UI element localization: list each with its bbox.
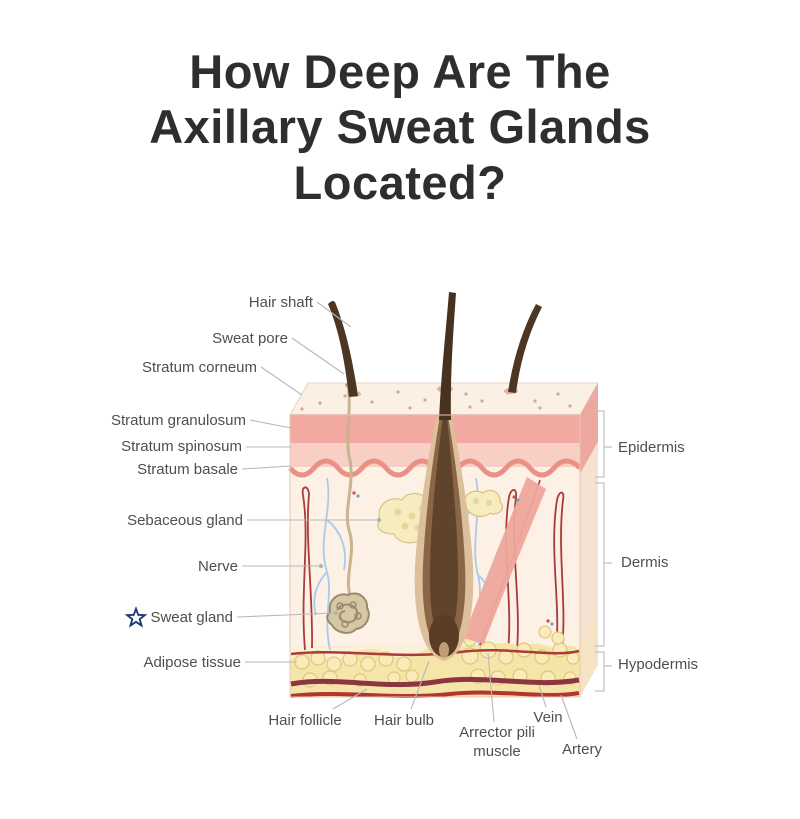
leader-lines <box>236 301 578 740</box>
label-nerve: Nerve <box>197 558 238 575</box>
hypodermis-vessels <box>290 649 580 698</box>
label-sebaceous-gland: Sebaceous gland <box>127 512 243 529</box>
artery-shape <box>290 690 580 698</box>
label-vein: Vein <box>533 709 563 726</box>
hair-shaft-shapes <box>328 292 542 420</box>
hair-bulb-shape <box>429 615 459 657</box>
page-title: How Deep Are The Axillary Sweat Glands L… <box>0 44 800 210</box>
sebaceous-gland-shape <box>377 489 504 544</box>
label-hair-bulb: Hair bulb <box>373 712 435 729</box>
label-stratum-spinosum: Stratum spinosum <box>121 438 242 455</box>
block-outline <box>289 414 581 698</box>
page-title-line: Located? <box>293 155 507 209</box>
arrector-pili-muscle-shape <box>463 477 546 644</box>
label-hair-follicle: Hair follicle <box>268 712 342 729</box>
dermis-blood-vessels <box>301 479 565 653</box>
label-sweat-pore: Sweat pore <box>212 330 288 347</box>
dermis-specks <box>352 491 554 626</box>
label-sweat-gland: Sweat gland <box>150 609 233 626</box>
label-hair-shaft: Hair shaft <box>248 294 313 311</box>
hair-follicle-shape <box>414 416 474 661</box>
label-adipose-tissue: Adipose tissue <box>143 654 241 671</box>
label-hypodermis: Hypodermis <box>618 656 699 673</box>
label-arrector-pili-muscle: Arrector pili muscle <box>459 724 535 760</box>
page-title-line: Axillary Sweat Glands <box>149 100 651 154</box>
label-stratum-granulosum: Stratum granulosum <box>110 412 246 429</box>
skin-top-surface <box>289 382 599 416</box>
skin-front-face <box>288 414 582 697</box>
star-icon <box>124 606 148 628</box>
sweat-gland-shape <box>326 383 370 634</box>
layer-brackets <box>595 410 612 692</box>
label-dermis: Dermis <box>621 554 669 571</box>
label-stratum-corneum: Stratum corneum <box>141 359 257 376</box>
nerve-fibers <box>313 477 493 651</box>
label-stratum-basale: Stratum basale <box>137 461 238 478</box>
label-epidermis: Epidermis <box>618 439 685 456</box>
vein-shape <box>290 676 580 688</box>
skin-side-face <box>580 383 598 697</box>
label-artery: Artery <box>561 741 602 758</box>
adipose-tissue-shape <box>290 625 580 697</box>
page-title-line: How Deep Are The <box>189 45 611 98</box>
